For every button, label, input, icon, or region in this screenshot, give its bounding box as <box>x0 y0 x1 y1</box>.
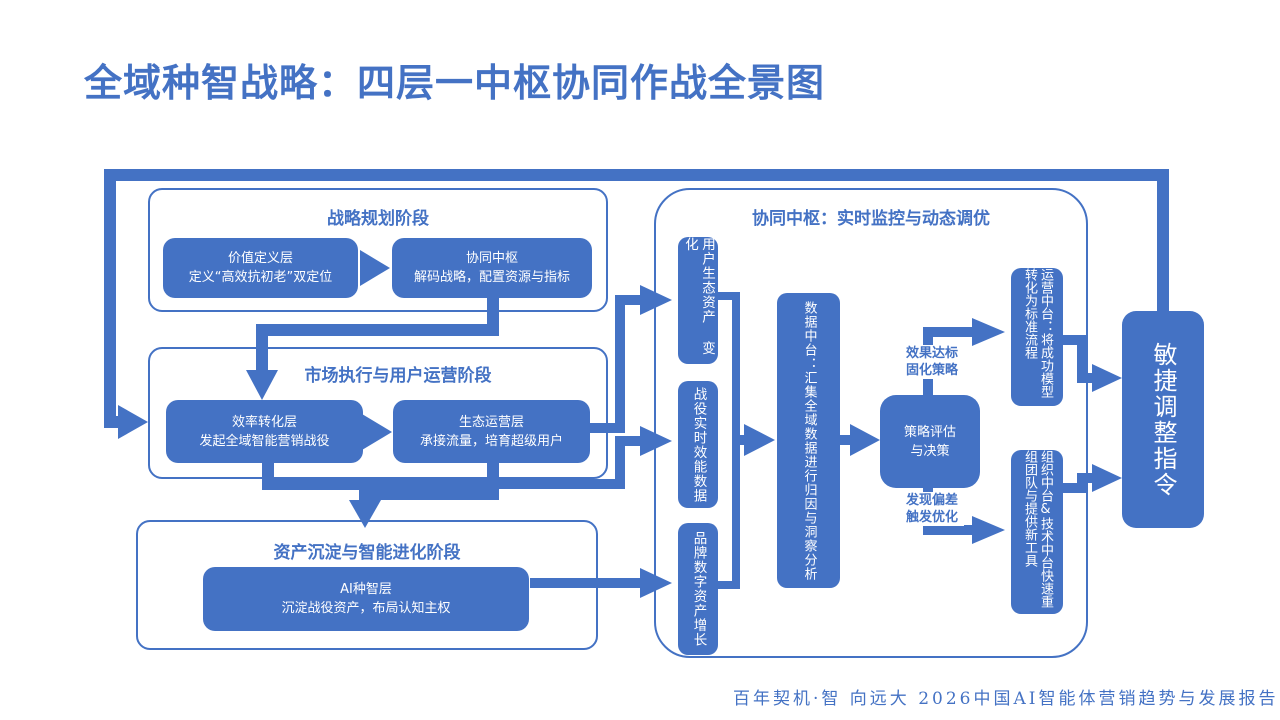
efficiency-to-ecology-arrowhead <box>362 414 392 450</box>
node-value-definition-desc: 定义“高效抗初老”双定位 <box>188 270 333 285</box>
to-data-arrowhead <box>744 424 775 456</box>
node-efficiency-conversion-name: 效率转化层 <box>231 414 297 430</box>
branch-success-line1: 效果达标 <box>905 346 958 361</box>
branch-deviation-line1: 发现偏差 <box>905 493 958 508</box>
ops-to-command-line <box>1062 335 1095 383</box>
node-ecology-operation: 生态运营层 承接流量，培育超级用户 <box>393 400 590 463</box>
execution-arrowhead <box>349 500 381 528</box>
input-campaign-performance: 战役实时效能数据 <box>678 381 718 508</box>
feedback-loop-line <box>104 169 1169 428</box>
page-title: 全域种智战略：四层一中枢协同作战全景图 <box>84 61 826 105</box>
to-user-asset-arrowhead <box>640 285 672 315</box>
ops-to-command-arrowhead <box>1092 364 1122 392</box>
to-campaign-arrowhead <box>640 426 672 456</box>
branch-deviation-label: 发现偏差 触发优化 <box>900 492 964 526</box>
agile-command-node: 敏捷调整指令 <box>1122 311 1204 528</box>
node-coordination-hub-name: 协同中枢 <box>465 251 518 266</box>
to-decision-arrowhead <box>850 424 880 456</box>
node-ai-seeding-desc: 沉淀战役资产，布局认知主权 <box>281 601 451 616</box>
value-to-hub-arrowhead <box>360 250 390 286</box>
execution-to-assets-line <box>262 462 499 490</box>
org-to-command-line <box>1062 473 1095 493</box>
planning-arrowhead <box>246 370 278 400</box>
node-ecology-operation-desc: 承接流量，培育超级用户 <box>419 433 563 449</box>
ops-platform: 运营中台：将成功模型转化为标准流程 <box>1011 268 1063 406</box>
decision-node: 策略评估 与决策 <box>880 395 980 488</box>
hub-panel: 协同中枢：实时监控与动态调优 <box>654 188 1088 658</box>
stage-execution: 市场执行与用户运营阶段 <box>148 347 608 479</box>
decision-line1: 策略评估 <box>903 424 956 440</box>
to-brand-arrowhead <box>640 568 672 598</box>
org-to-command-arrowhead <box>1092 464 1122 492</box>
footer-report-title: 百年契机·智 向远大 2026中国AI智能体营销趋势与发展报告 <box>733 689 1279 709</box>
node-efficiency-conversion-desc: 发起全域智能营销战役 <box>199 433 330 449</box>
stage-assets-title: 资产沉淀与智能进化阶段 <box>273 543 461 563</box>
execution-to-campaign-line <box>493 436 645 489</box>
branch-success-label: 效果达标 固化策略 <box>900 345 964 379</box>
branch-deviation-line2: 触发优化 <box>905 510 958 525</box>
planning-to-execution-line <box>256 296 499 375</box>
org-tech-platform: 组织中台&技术中台快速重组团队与提供新工具 <box>1011 450 1063 614</box>
to-org-arrowhead <box>972 516 1005 544</box>
node-value-definition: 价值定义层 定义“高效抗初老”双定位 <box>163 238 358 298</box>
node-coordination-hub-desc: 解码战略，配置资源与指标 <box>413 270 570 285</box>
to-ops-arrowhead <box>972 318 1005 346</box>
node-value-definition-name: 价值定义层 <box>227 251 293 266</box>
node-ecology-operation-name: 生态运营层 <box>458 414 524 430</box>
feedback-arrowhead <box>118 405 148 439</box>
branch-success-line2: 固化策略 <box>905 363 958 378</box>
hub-title: 协同中枢：实时监控与动态调优 <box>752 209 990 229</box>
node-ai-seeding: AI种智层 沉淀战役资产，布局认知主权 <box>203 567 529 631</box>
node-coordination-hub: 协同中枢 解码战略，配置资源与指标 <box>392 238 592 298</box>
input-user-asset-change: 用户生态资产 变化 <box>678 237 718 364</box>
stage-planning-title: 战略规划阶段 <box>327 209 429 229</box>
node-efficiency-conversion: 效率转化层 发起全域智能营销战役 <box>166 400 363 463</box>
ecology-to-user-asset-line <box>590 295 645 433</box>
node-ai-seeding-name: AI种智层 <box>340 582 392 597</box>
data-platform: 数据中台：汇集全域数据进行归因与洞察分析 <box>777 293 840 588</box>
stage-execution-title: 市场执行与用户运营阶段 <box>304 366 492 386</box>
stage-assets: 资产沉淀与智能进化阶段 <box>136 520 598 650</box>
stage-planning: 战略规划阶段 <box>148 188 608 312</box>
decision-line2: 与决策 <box>910 443 950 459</box>
input-brand-asset-growth: 品牌数字资产增长 <box>678 523 718 655</box>
